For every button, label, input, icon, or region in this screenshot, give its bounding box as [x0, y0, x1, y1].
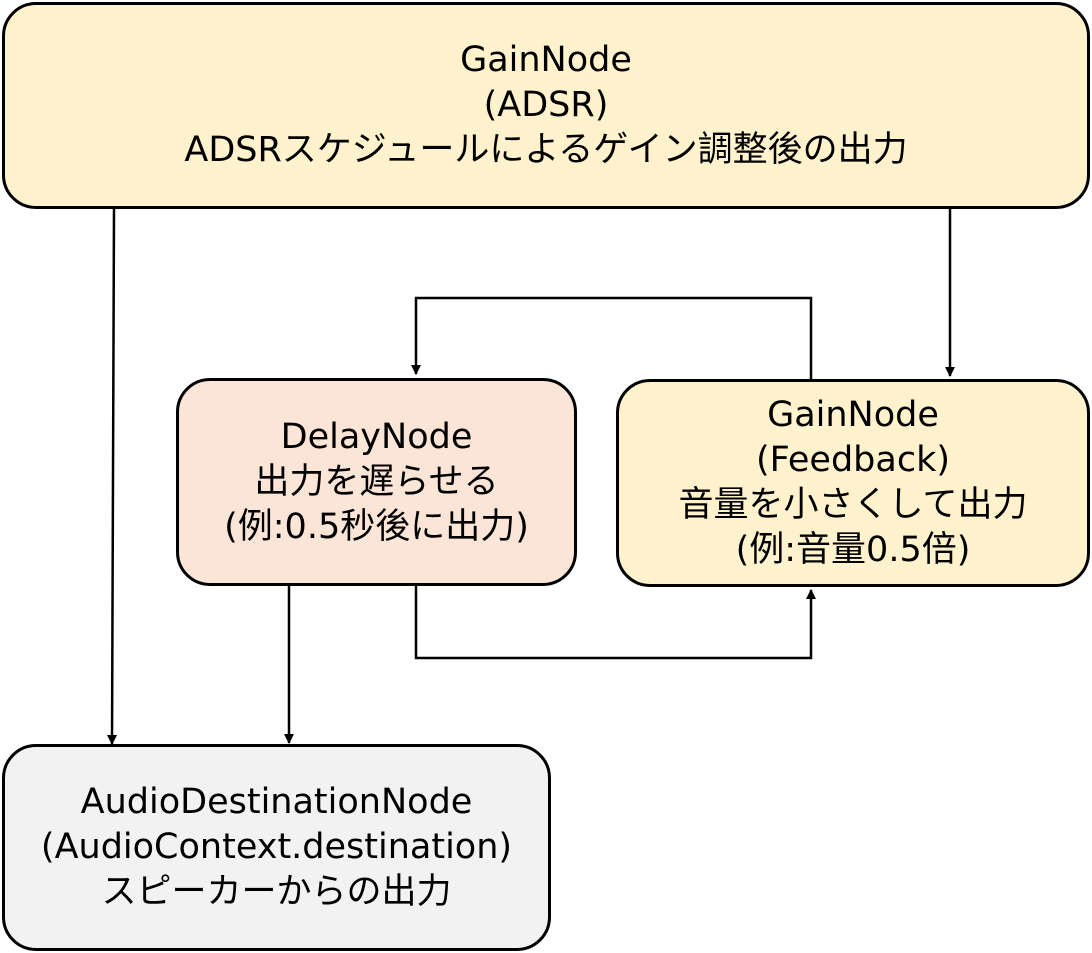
adsr-line-1: GainNode	[460, 40, 632, 80]
destination-line-3: スピーカーからの出力	[101, 872, 452, 912]
feedback-line-1: GainNode	[767, 395, 939, 435]
destination-line-1: AudioDestinationNode	[80, 782, 473, 822]
audiodestinationnode-box: AudioDestinationNode (AudioContext.desti…	[2, 744, 551, 951]
feedback-line-3: 音量を小さくして出力	[678, 485, 1028, 525]
destination-line-2: (AudioContext.destination)	[40, 827, 513, 867]
edge-feedback-to-delay	[411, 296, 813, 379]
delay-line-3: (例:0.5秒後に出力)	[224, 506, 529, 547]
gainnode-feedback-box: GainNode (Feedback) 音量を小さくして出力 (例:音量0.5倍…	[616, 379, 1090, 587]
adsr-line-3: ADSRスケジュールによるゲイン調整後の出力	[184, 130, 908, 170]
delay-line-2: 出力を遅らせる	[254, 461, 499, 502]
edge-adsr-to-destination	[107, 208, 118, 745]
gainnode-adsr-box: GainNode (ADSR) ADSRスケジュールによるゲイン調整後の出力	[2, 2, 1090, 209]
feedback-line-2: (Feedback)	[756, 440, 950, 480]
feedback-line-4: (例:音量0.5倍)	[735, 530, 971, 570]
adsr-line-2: (ADSR)	[483, 85, 609, 125]
delaynode-box: DelayNode 出力を遅らせる (例:0.5秒後に出力)	[176, 378, 577, 586]
delay-line-1: DelayNode	[280, 416, 473, 457]
edge-delay-to-feedback	[414, 586, 816, 660]
